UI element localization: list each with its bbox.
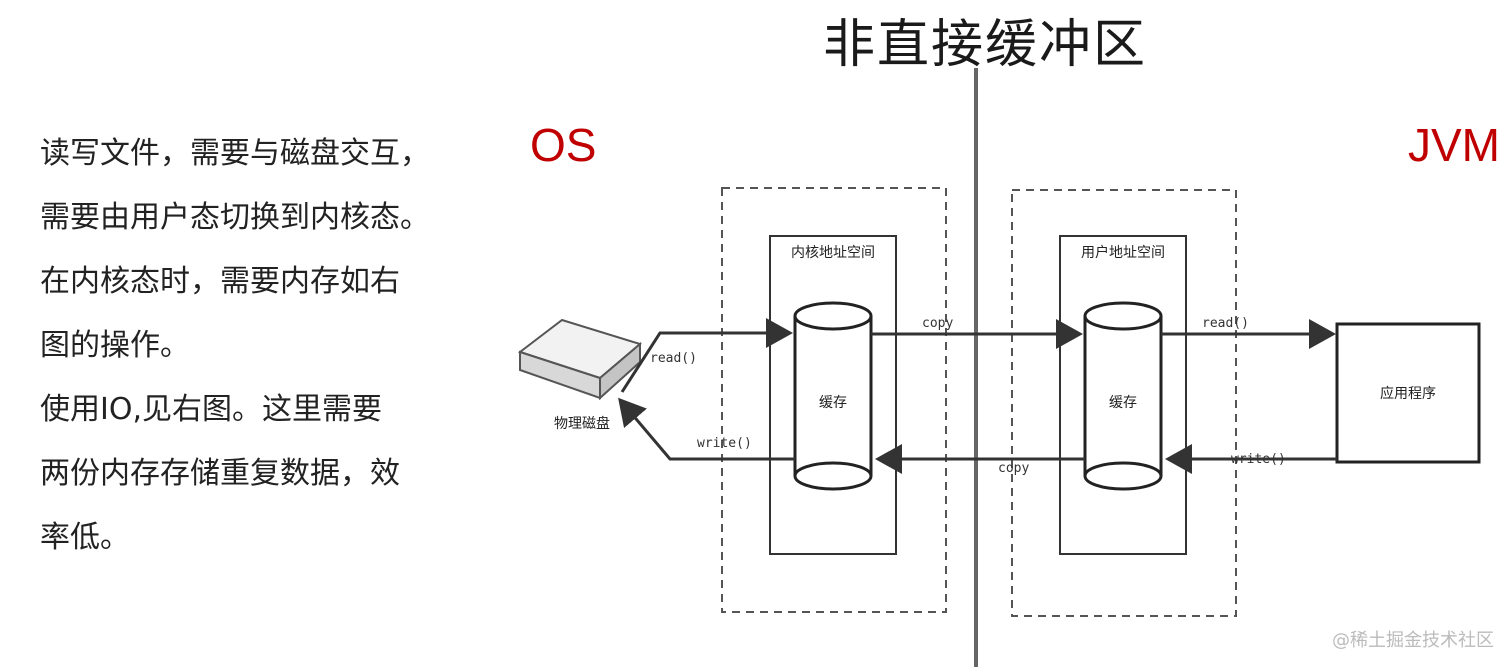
disk-read-label: read(): [650, 351, 697, 366]
user-space-box: [1059, 235, 1187, 555]
jvm-label: JVM: [1408, 119, 1500, 171]
user-space-label: 用户地址空间: [1081, 244, 1165, 261]
kernel-space-label: 内核地址空间: [791, 245, 875, 261]
disk-icon: [517, 318, 643, 401]
kernel-space-box: [769, 235, 897, 555]
jvm-dashed-box: [1011, 189, 1237, 617]
app-label: 应用程序: [1380, 385, 1436, 402]
disk-read-arrow: [620, 318, 793, 393]
kernel-cache-label: 缓存: [819, 395, 847, 411]
description-line: 图的操作。: [40, 328, 190, 363]
page-title: 非直接缓冲区: [822, 15, 1147, 75]
os-label: OS: [530, 119, 597, 171]
user-cache-cylinder: [1083, 301, 1163, 491]
watermark: @稀土掘金技术社区: [1332, 630, 1494, 651]
copy-to-kernel-label: copy: [998, 461, 1029, 476]
app-read-label: read(): [1202, 316, 1249, 331]
os-dashed-box: [721, 187, 947, 613]
description-line: 两份内存存储重复数据，效: [40, 456, 400, 491]
description-line: 使用IO,见右图。这里需要: [40, 392, 382, 427]
copy-to-user-label: copy: [922, 316, 953, 331]
app-box: [1335, 322, 1481, 464]
user-cache-label: 缓存: [1109, 395, 1137, 411]
kernel-cache-cylinder: [793, 301, 873, 491]
description-line: 率低。: [40, 520, 130, 555]
description-line: 在内核态时，需要内存如右: [40, 264, 400, 299]
description-line: 读写文件，需要与磁盘交互，: [40, 136, 430, 171]
description-text: 读写文件，需要与磁盘交互， 需要由用户态切换到内核态。 在内核态时，需要内存如右…: [40, 122, 490, 570]
disk-write-arrow: [618, 397, 795, 461]
disk-label: 物理磁盘: [554, 415, 610, 432]
description-line: 需要由用户态切换到内核态。: [40, 200, 430, 235]
disk-write-label: write(): [697, 436, 752, 451]
app-write-label: write(): [1231, 452, 1286, 467]
